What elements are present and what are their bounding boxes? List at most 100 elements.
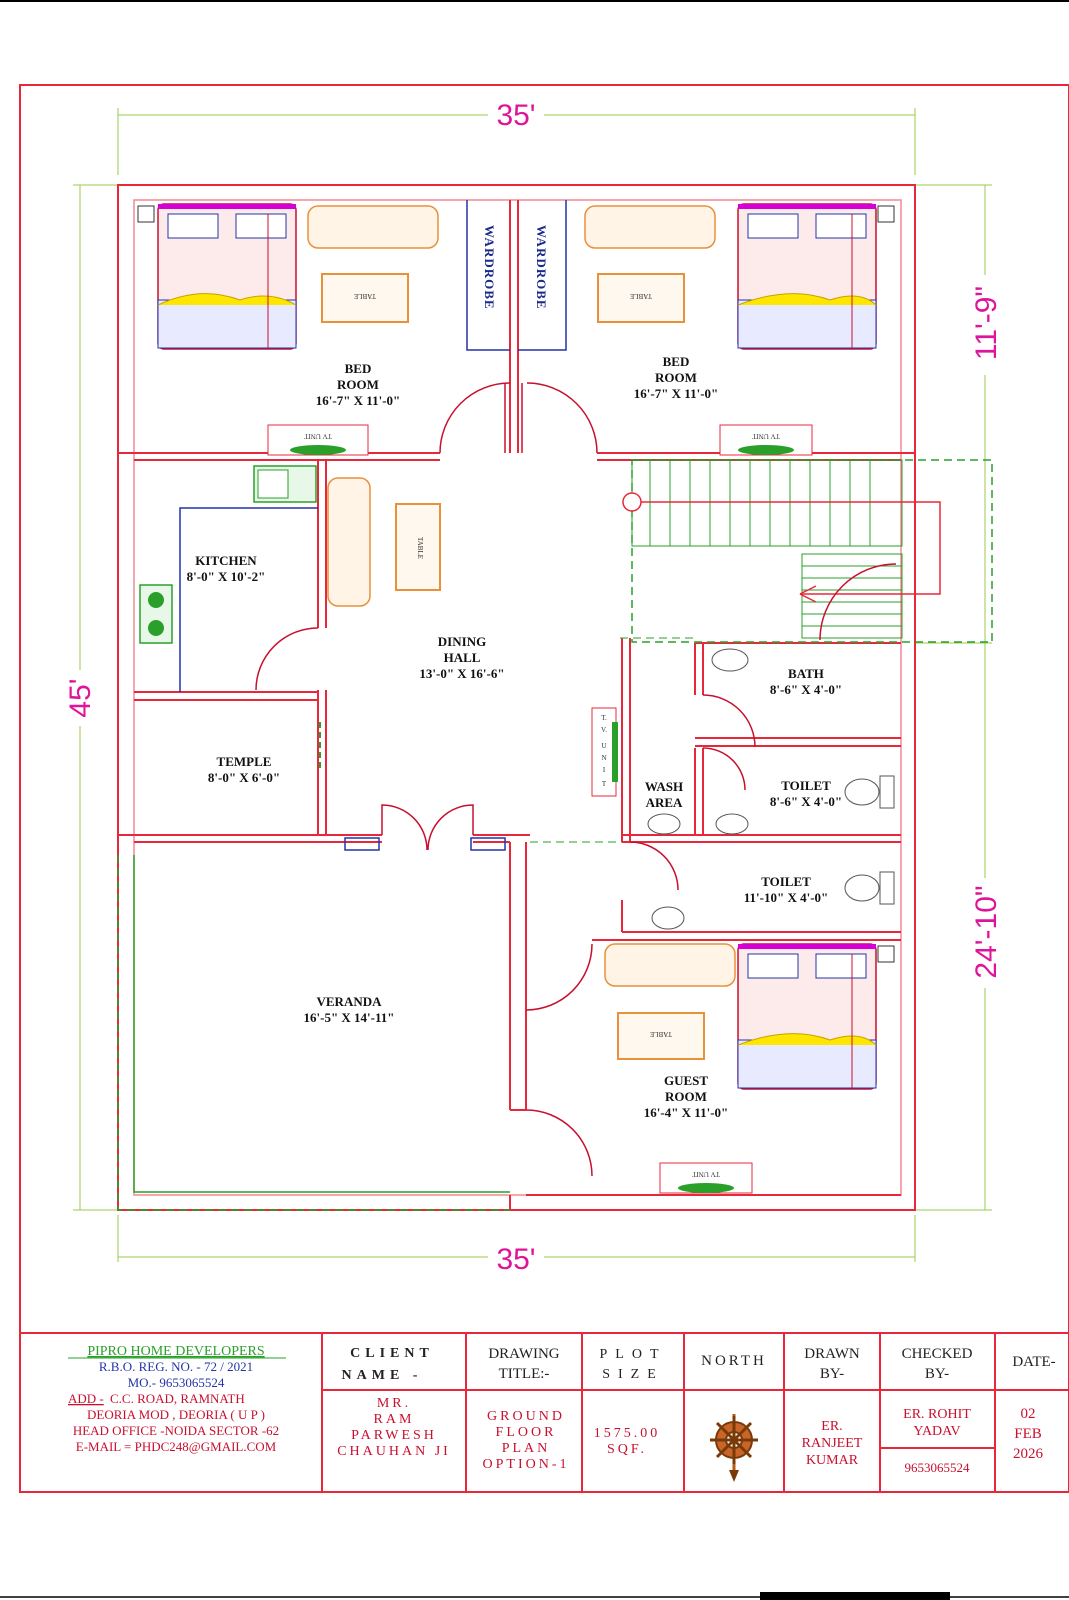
plan-text: 02 xyxy=(1021,1406,1036,1422)
guest-room-label: GUEST ROOM 16'-4" X 11'-0" xyxy=(644,1073,729,1120)
plan-text: 9653065524 xyxy=(905,1460,971,1475)
plan-text: KUMAR xyxy=(806,1453,859,1468)
plan-text: RANJEET xyxy=(802,1436,863,1451)
north-cell: NORTH xyxy=(701,1353,764,1482)
plan-text: TV UNIT xyxy=(691,1170,719,1178)
plan-text: TABLE xyxy=(354,292,376,300)
plan-text: 8'-6" X 4'-0" xyxy=(770,682,842,697)
plan-text: PLAN xyxy=(502,1441,551,1456)
dim-top: 35' xyxy=(496,99,535,132)
dining-label: DINING HALL 13'-0" X 16'-6" xyxy=(419,634,504,681)
plan-text: SQF. xyxy=(607,1442,647,1457)
plan-text: 16'-5" X 14'-11" xyxy=(304,1010,395,1025)
bedroom-doors xyxy=(439,382,598,454)
plan-text: BY- xyxy=(925,1366,949,1382)
client-cell: CLIENT NAME - MR. RAM PARWESH CHAUHAN JI xyxy=(337,1346,451,1459)
plan-text: TOILET xyxy=(761,874,811,889)
wardrobe-label-1: WARDROBE xyxy=(482,225,497,310)
plan-text: 8'-6" X 4'-0" xyxy=(770,794,842,809)
plan-text: 8'-0" X 6'-0" xyxy=(208,770,280,785)
staircase xyxy=(622,459,993,643)
plan-text: VERANDA xyxy=(317,994,383,1009)
plan-text: ER. ROHIT xyxy=(903,1407,971,1422)
date-cell: DATE- 02 FEB 2026 xyxy=(1012,1354,1055,1462)
plan-text: HALL xyxy=(444,650,481,665)
veranda xyxy=(117,855,593,1211)
plan-text: TOILET xyxy=(781,778,831,793)
address-line-2: DEORIA MOD , DEORIA ( U P ) xyxy=(87,1407,265,1422)
bedroom-2-furniture: WARDROBE TABLE TV UNIT xyxy=(518,200,895,456)
wardrobe-label-2: WARDROBE xyxy=(534,225,549,310)
dining-furniture: TABLE T. V. U N I T xyxy=(327,477,618,797)
walls xyxy=(117,184,916,1211)
dimension-lines xyxy=(73,108,992,1262)
plan-text: BED xyxy=(663,354,690,369)
plan-text: U xyxy=(601,742,606,750)
plan-text: AREA xyxy=(646,795,683,810)
company-info: PIPRO HOME DEVELOPERS R.B.O. REG. NO. - … xyxy=(68,1344,286,1454)
bedroom-2-label: BED ROOM 16'-7" X 11'-0" xyxy=(634,354,719,401)
plan-text: I xyxy=(603,766,606,774)
plan-text: 2026 xyxy=(1013,1446,1044,1462)
plan-text: DATE- xyxy=(1012,1354,1055,1370)
plan-text: ROOM xyxy=(665,1089,707,1104)
kitchen-furniture xyxy=(139,465,319,692)
plan-text: FLOOR xyxy=(496,1425,557,1440)
plan-text: ER. xyxy=(821,1419,842,1434)
plan-text: TITLE:- xyxy=(499,1366,550,1382)
plot-size-cell: PLOT SIZE 1575.00 SQF. xyxy=(594,1347,667,1457)
plan-text: PARWESH xyxy=(351,1428,437,1443)
plan-text: ROOM xyxy=(337,377,379,392)
plan-text: TABLE xyxy=(630,292,652,300)
company-mobile: MO.- 9653065524 xyxy=(128,1375,225,1390)
plan-text: DRAWN xyxy=(804,1346,860,1362)
plan-text: WASH xyxy=(645,779,683,794)
plan-text: BY- xyxy=(820,1366,844,1382)
dim-right-bottom: 24'-10" xyxy=(970,885,1003,978)
plan-text: 11'-10" X 4'-0" xyxy=(744,890,829,905)
company-email: E-MAIL = PHDC248@GMAIL.COM xyxy=(76,1439,277,1454)
plan-text: PLOT xyxy=(600,1347,667,1362)
plan-text: CHAUHAN JI xyxy=(337,1444,451,1459)
plan-text: GUEST xyxy=(664,1073,708,1088)
toilet-2-label: TOILET 11'-10" X 4'-0" xyxy=(744,874,829,905)
plan-text: OPTION-1 xyxy=(483,1457,570,1472)
plan-text: TV UNIT xyxy=(751,432,779,440)
plan-text: 16'-7" X 11'-0" xyxy=(316,393,401,408)
plan-text: NAME - xyxy=(342,1368,423,1383)
bedroom-1-label: BED ROOM 16'-7" X 11'-0" xyxy=(316,361,401,408)
plan-text: 1575.00 xyxy=(594,1426,661,1441)
dim-bottom: 35' xyxy=(496,1243,535,1276)
bath-fixtures xyxy=(530,637,895,930)
plan-text: GROUND xyxy=(487,1409,565,1424)
bedroom-1-furniture: TABLE TV UNIT WARDROBE xyxy=(137,200,510,456)
company-name: PIPRO HOME DEVELOPERS xyxy=(87,1344,264,1359)
drawing-title-cell: DRAWING TITLE:- GROUND FLOOR PLAN OPTION… xyxy=(483,1346,570,1472)
plan-text: ROOM xyxy=(655,370,697,385)
head-office: HEAD OFFICE -NOIDA SECTOR -62 xyxy=(73,1423,279,1438)
plan-text: TEMPLE xyxy=(217,754,272,769)
dim-left: 45' xyxy=(64,678,97,717)
plan-text: SIZE xyxy=(602,1367,664,1382)
plan-text: 16'-4" X 11'-0" xyxy=(644,1105,729,1120)
plan-text: TABLE xyxy=(650,1030,672,1038)
wash-area-label: WASH AREA xyxy=(645,779,683,810)
address-line-1: C.C. ROAD, RAMNATH xyxy=(110,1391,245,1406)
plan-text: 8'-0" X 10'-2" xyxy=(187,569,266,584)
plan-text: TV UNIT xyxy=(303,432,331,440)
plan-text: T. xyxy=(601,714,607,722)
plan-text: N xyxy=(601,754,606,762)
plan-text: T xyxy=(602,780,607,788)
plan-text: BATH xyxy=(788,666,824,681)
plan-text: BED xyxy=(345,361,372,376)
north-arrow-icon xyxy=(710,1414,758,1482)
title-block-grid xyxy=(20,1332,1069,1493)
plan-text: FEB xyxy=(1014,1426,1042,1442)
checked-by-cell: CHECKED BY- ER. ROHIT YADAV 9653065524 xyxy=(902,1346,973,1475)
kitchen-label: KITCHEN 8'-0" X 10'-2" xyxy=(187,553,266,584)
veranda-label: VERANDA 16'-5" X 14'-11" xyxy=(304,994,395,1025)
plan-text: TABLE xyxy=(416,537,424,559)
plan-text: DRAWING xyxy=(488,1346,559,1362)
address-prefix: ADD - xyxy=(68,1391,104,1406)
